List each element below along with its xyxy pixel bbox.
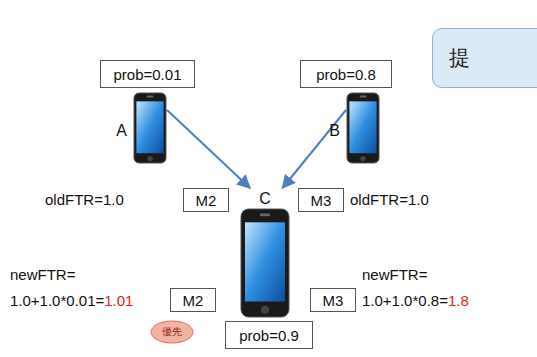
prob-box: prob=0.8 [300, 60, 392, 88]
node-text: 提 [449, 44, 470, 72]
device-label: A [116, 122, 127, 140]
prob-box: prob=0.01 [100, 60, 195, 88]
message-box: M3 [298, 188, 344, 212]
node-text: 優先 [162, 325, 182, 339]
priority-badge: 優先 [150, 320, 194, 344]
callout-box: 提 [432, 28, 537, 88]
phone-node: C [240, 190, 290, 318]
annotation-text: newFTR= [10, 266, 75, 284]
phone-node: B [346, 92, 380, 164]
prob-box: prob=0.9 [225, 321, 313, 349]
node-text: M3 [323, 292, 344, 309]
node-text: M2 [183, 292, 204, 309]
node-text: prob=0.8 [316, 66, 376, 83]
node-text: prob=0.01 [114, 66, 182, 83]
device-label: C [240, 190, 290, 208]
annotation-text: 1.01 [104, 292, 133, 310]
annotation-text: 1.0+1.0*0.01= [10, 292, 104, 310]
annotation-text: 1.0+1.0*0.8= [362, 292, 448, 310]
message-box: M2 [183, 188, 229, 212]
annotation-text: oldFTR=1.0 [45, 191, 124, 209]
annotation-text: 1.8 [448, 292, 469, 310]
annotation-text: oldFTR=1.0 [350, 191, 429, 209]
annotation-text: newFTR= [362, 266, 427, 284]
phone-icon [133, 92, 167, 164]
node-text: M3 [311, 192, 332, 209]
phone-node: A [133, 92, 167, 164]
phone-icon [346, 92, 380, 164]
arrow-connector [283, 110, 347, 188]
phone-icon [240, 208, 290, 318]
message-box: M2 [170, 288, 216, 312]
message-box: M3 [310, 288, 356, 312]
device-label: B [329, 122, 340, 140]
node-text: prob=0.9 [239, 327, 299, 344]
arrow-connector [167, 110, 250, 188]
node-text: M2 [196, 192, 217, 209]
